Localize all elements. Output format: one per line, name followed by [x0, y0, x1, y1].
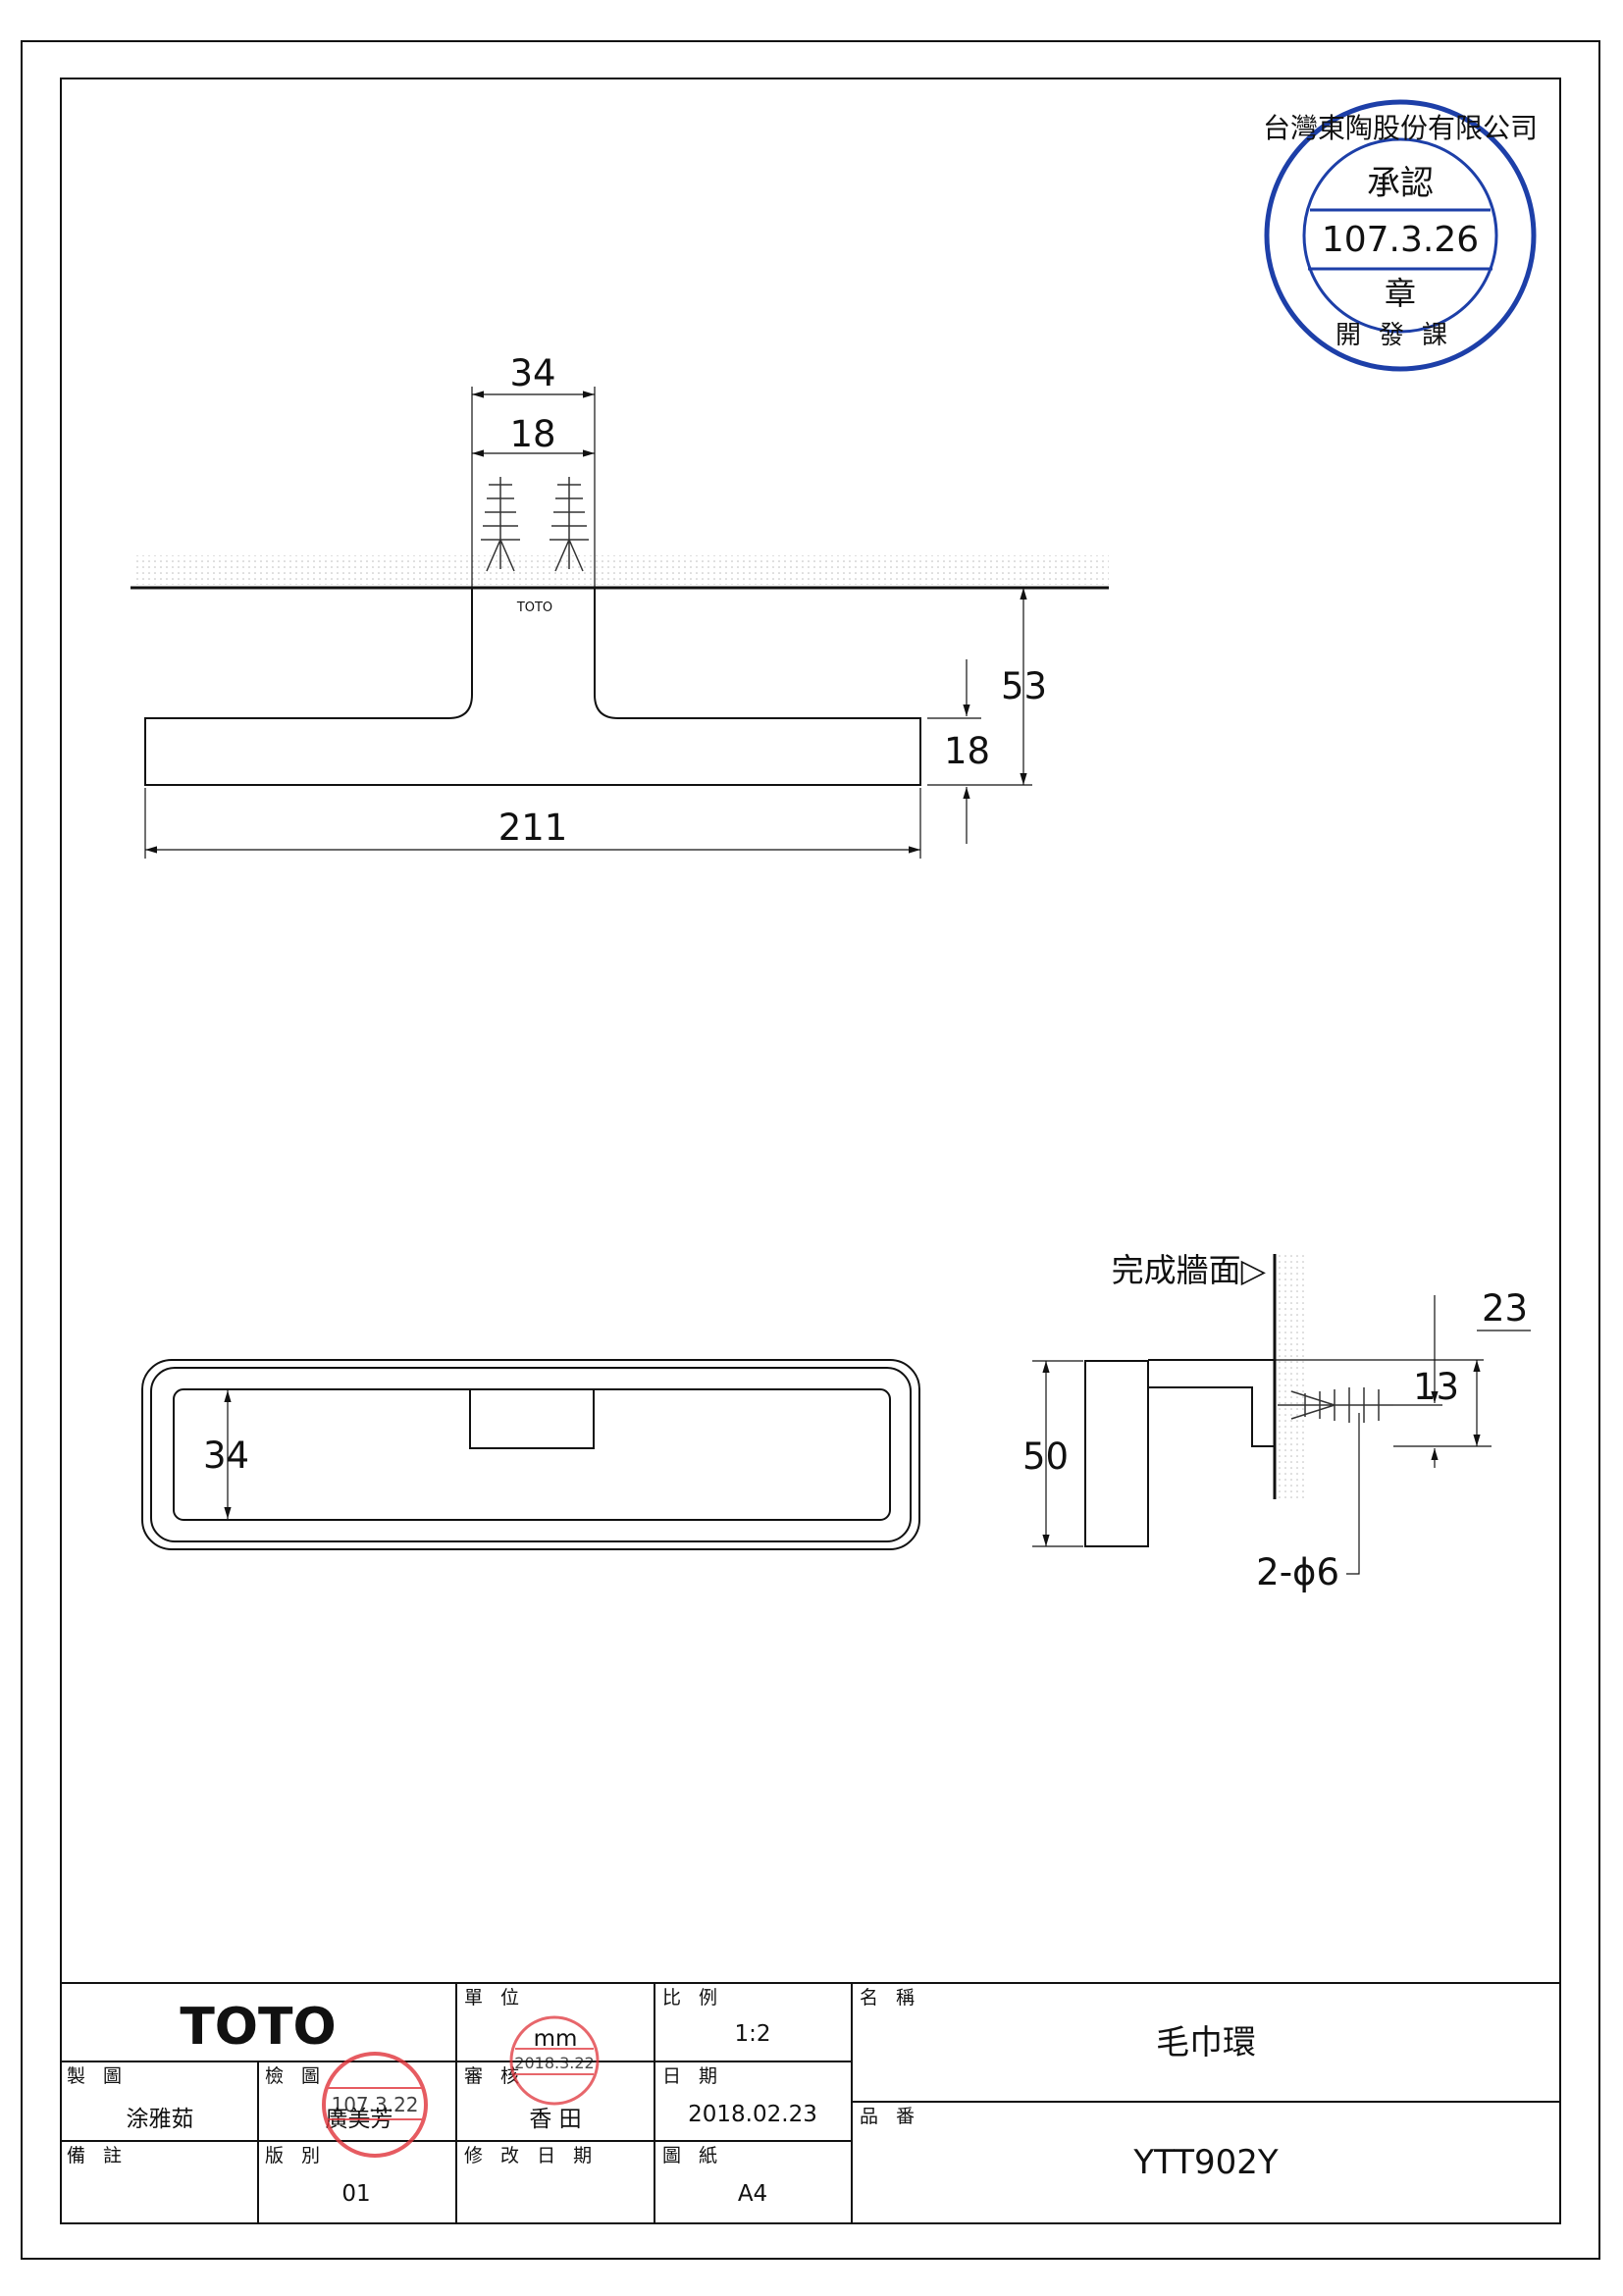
unit-label: 單 位 — [464, 1987, 525, 2009]
part-label: 品 番 — [860, 2106, 920, 2127]
version-label: 版 別 — [265, 2145, 326, 2166]
version-value: 01 — [341, 2181, 370, 2207]
stamp-title: 承認 — [1367, 164, 1434, 203]
title-brand: TOTO — [180, 1998, 336, 2057]
dim-screw-offset-a: 23 — [1482, 1287, 1528, 1330]
towel-ring-top-outer — [141, 1359, 920, 1550]
checked-stamp: 107.3.22 — [322, 2052, 428, 2158]
reviewed-label: 審 核 — [464, 2065, 525, 2087]
towel-ring-top-mid — [150, 1367, 912, 1542]
paper-label: 圖 紙 — [662, 2145, 723, 2166]
revision-label: 修 改 日 期 — [464, 2145, 598, 2166]
dim-depth: 53 — [1001, 665, 1047, 707]
name-value: 毛巾環 — [1156, 2023, 1256, 2062]
mount-plate-top — [469, 1388, 595, 1449]
side-view: 完成牆面▷ 50 23 13 2-ϕ6 — [1022, 1251, 1531, 1593]
checked-label: 檢 圖 — [265, 2065, 326, 2087]
unit-value: mm — [534, 2026, 578, 2052]
wall-hatch-top — [132, 555, 1109, 585]
checked-stamp-date: 107.3.22 — [331, 2093, 418, 2116]
dim-bar-height: 18 — [944, 730, 990, 772]
scale-label: 比 例 — [662, 1987, 723, 2009]
paper-value: A4 — [738, 2181, 767, 2207]
dim-length: 211 — [498, 807, 568, 849]
name-label: 名 稱 — [860, 1987, 920, 2009]
front-view: TOTO 34 18 53 18 211 — [131, 352, 1109, 859]
date-value: 2018.02.23 — [688, 2102, 817, 2127]
stamp-company: 台灣東陶股份有限公司 — [1263, 112, 1538, 144]
stamp-date: 107.3.26 — [1322, 220, 1479, 260]
remark-label: 備 註 — [67, 2145, 128, 2166]
top-view — [141, 1359, 920, 1550]
towel-ring-side-bar — [1084, 1360, 1149, 1547]
stamp-dept: 開發課 — [1335, 321, 1465, 350]
wall-hatch-side — [1276, 1254, 1305, 1501]
dim-screw-offset-b: 13 — [1413, 1366, 1459, 1408]
reviewed-value: 香 田 — [529, 2107, 581, 2132]
leader-hole — [1346, 1413, 1360, 1575]
side-anchor-icon — [1278, 1387, 1393, 1423]
drawn-label: 製 圖 — [67, 2065, 128, 2087]
stamp-chapter: 章 — [1385, 275, 1416, 312]
dim-hole: 2-ϕ6 — [1256, 1551, 1339, 1593]
brand-mark: TOTO — [516, 600, 552, 615]
towel-ring-top-inner — [173, 1388, 891, 1521]
drawn-value: 涂雅茹 — [127, 2107, 194, 2132]
towel-ring-side-arm — [1148, 1359, 1275, 1447]
dim-top-width: 34 — [203, 1435, 249, 1477]
title-block — [60, 1982, 1561, 2224]
reviewed-stamp: 2018.3.22 — [509, 2015, 600, 2106]
reviewed-stamp-date: 2018.3.22 — [514, 2054, 594, 2072]
towel-ring-front-outline — [144, 588, 921, 786]
dim-screw-spacing: 18 — [509, 413, 555, 455]
wall-anchor-icon — [481, 477, 589, 572]
scale-value: 1:2 — [734, 2021, 770, 2047]
dim-mount-width: 34 — [509, 352, 555, 394]
approval-stamp: 台灣東陶股份有限公司 承認 107.3.26 章 開發課 — [1263, 99, 1538, 372]
inner-border — [60, 78, 1561, 2224]
outer-border — [21, 40, 1600, 2260]
finished-wall-label: 完成牆面▷ — [1112, 1251, 1267, 1289]
part-value: YTT902Y — [1132, 2143, 1279, 2182]
dim-side-height: 50 — [1022, 1435, 1069, 1478]
date-label: 日 期 — [662, 2065, 723, 2087]
